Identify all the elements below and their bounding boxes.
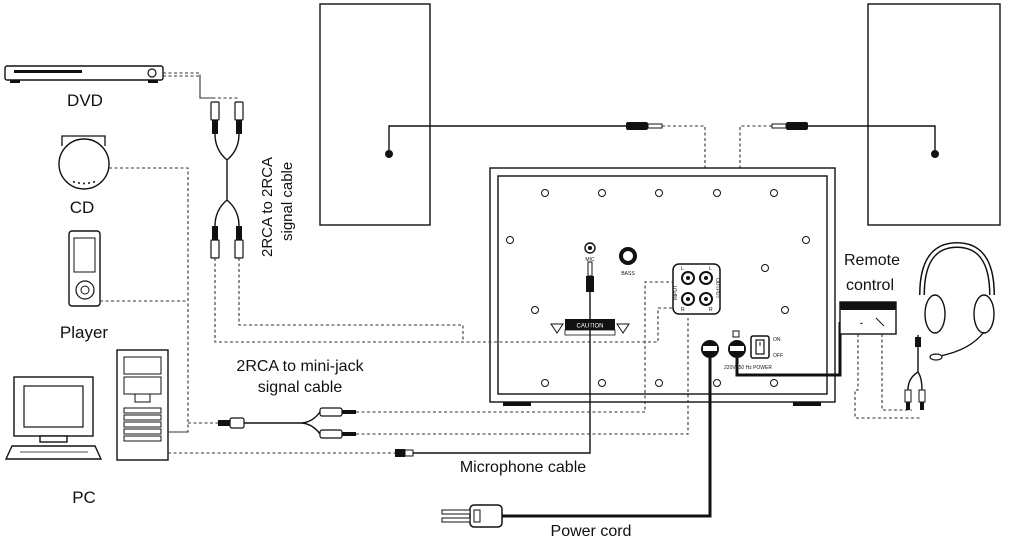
svg-text:INPUT: INPUT xyxy=(673,285,679,300)
remote-label-line2: control xyxy=(846,277,894,294)
rca-to-minijack-cable xyxy=(218,281,689,439)
pc-label: PC xyxy=(72,488,96,507)
pc-monitor xyxy=(4,376,103,460)
svg-text:OFF: OFF xyxy=(773,353,783,359)
mic-cable-label: Microphone cable xyxy=(460,459,586,476)
svg-text:R: R xyxy=(709,307,713,313)
left-speaker xyxy=(319,3,431,226)
dvd-label: DVD xyxy=(67,91,103,110)
svg-text:BASS: BASS xyxy=(621,271,635,277)
source-wires xyxy=(100,72,395,454)
pc-tower xyxy=(116,349,169,461)
rca2rca-label-line2: signal cable xyxy=(279,162,296,241)
microphone-cable xyxy=(395,261,594,457)
mic-jack: MIC xyxy=(584,242,596,263)
rca2jack-label-line2: signal cable xyxy=(258,379,343,396)
remote-label-line1: Remote xyxy=(844,252,900,269)
power-sockets: 220V~50 Hz POWER xyxy=(701,330,772,371)
player-label: Player xyxy=(60,323,109,342)
svg-text:⌖: ⌖ xyxy=(860,321,863,327)
power-cord xyxy=(441,358,712,528)
subwoofer-panel: MIC BASS L L R R INPUT OUTPUT xyxy=(489,167,836,406)
svg-text:ON: ON xyxy=(773,337,781,343)
svg-text:R: R xyxy=(681,307,685,313)
dvd-player xyxy=(4,65,164,83)
bass-knob: BASS xyxy=(619,247,637,277)
media-player xyxy=(68,230,101,307)
svg-text:OUTPUT: OUTPUT xyxy=(714,278,720,299)
rca2rca-label-line1: 2RCA to 2RCA xyxy=(259,157,276,257)
remote-control: ⌖ xyxy=(735,301,922,419)
right-speaker xyxy=(867,3,1001,226)
panel-screws xyxy=(506,189,810,387)
svg-text:MIC: MIC xyxy=(585,257,595,263)
cd-label: CD xyxy=(70,198,95,217)
rca-jack-block: L L R R INPUT OUTPUT xyxy=(672,263,721,315)
cd-player xyxy=(58,135,110,190)
svg-text:220V~50 Hz POWER: 220V~50 Hz POWER xyxy=(724,365,772,371)
rca-to-rca-cable xyxy=(210,101,673,343)
power-cord-label: Power cord xyxy=(551,523,632,540)
svg-text:L: L xyxy=(681,266,684,272)
power-switch: ON OFF xyxy=(750,335,783,359)
svg-text:L: L xyxy=(709,266,712,272)
headphones xyxy=(904,241,995,410)
rca2jack-label-line1: 2RCA to mini-jack xyxy=(236,358,364,375)
